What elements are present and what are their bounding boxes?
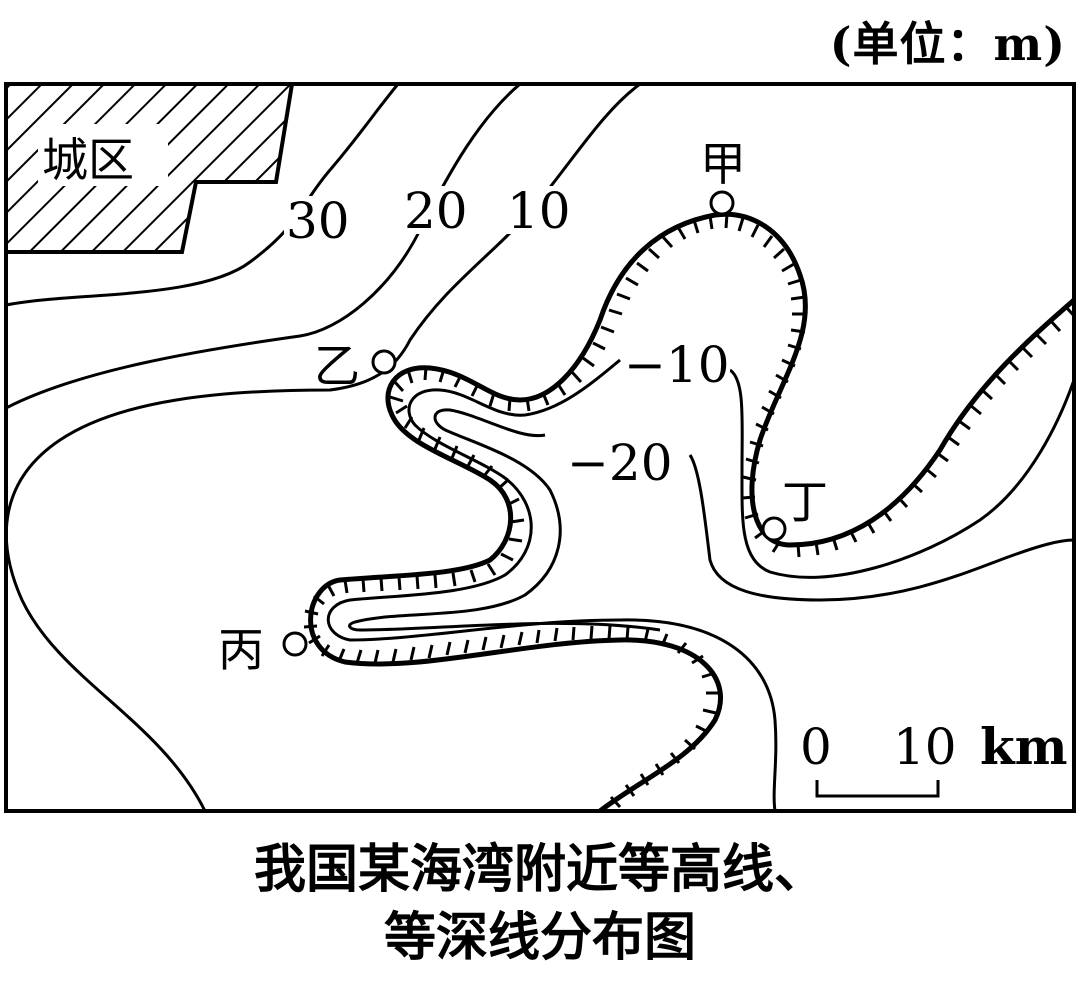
svg-text:乙: 乙 (314, 339, 360, 393)
scale-start-label: 0 (800, 718, 832, 776)
contour-label-20: 20 (404, 182, 468, 240)
coast-hachures-right (796, 305, 1074, 558)
point-jia: 甲 (700, 137, 746, 216)
point-bing: 丙 (218, 623, 308, 677)
depth-line-minus10-inner (326, 358, 778, 811)
scale-unit-label: km (980, 717, 1068, 776)
scale-bar: 0 10 km (800, 717, 1068, 798)
depth-label-minus10: −10 (624, 336, 730, 394)
depth-line-minus20 (688, 454, 1074, 602)
scale-end-label: 10 (893, 718, 957, 776)
figure-caption: 我国某海湾附近等高线、 等深线分布图 (0, 836, 1080, 972)
coast-hachures-jia (303, 213, 795, 809)
contour-label-30: 30 (286, 192, 350, 250)
contour-label-10: 10 (507, 182, 571, 240)
svg-text:丙: 丙 (218, 623, 264, 677)
city-label: 城区 (42, 133, 134, 187)
depth-label-bg-minus20 (565, 438, 683, 488)
contour-line-20 (6, 84, 521, 410)
depth-line-minus20-inner (348, 408, 661, 632)
contour-label-bg-30 (284, 196, 354, 244)
caption-line-2: 等深线分布图 (383, 908, 696, 968)
depth-label-bg-minus10 (622, 340, 730, 390)
contour-label-bg-20 (402, 186, 472, 234)
svg-text:甲: 甲 (700, 137, 746, 191)
point-ding: 丁 (761, 475, 828, 542)
map-frame (4, 82, 1076, 813)
depth-line-minus10 (729, 368, 1074, 579)
caption-line-1: 我国某海湾附近等高线、 (253, 840, 826, 900)
contour-line-30 (6, 84, 400, 307)
depth-label-minus20: −20 (567, 434, 673, 492)
coastline (308, 211, 1074, 811)
contour-map: 城区 30 20 10 −10 −20 甲 乙 丙 丁 0 10 km (4, 82, 1076, 813)
city-label-background (38, 124, 168, 186)
point-yi: 乙 (314, 339, 397, 393)
unit-label: (单位：m) (829, 17, 1066, 71)
contour-label-bg-10 (505, 186, 575, 234)
svg-text:丁: 丁 (782, 475, 828, 529)
coast-hachures-ding (741, 278, 806, 553)
